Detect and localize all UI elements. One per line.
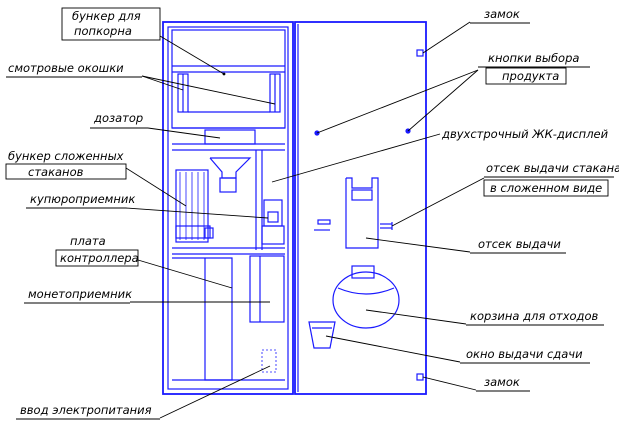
labels-right: замок кнопки выбора продукта двухстрочны… [441,7,619,392]
label-popcorn-hopper-line2: попкорна [74,24,132,38]
label-dispenser: дозатор [90,111,148,129]
callout-leaders [125,21,485,419]
label-popcorn-hopper-line1: бункер для [72,9,141,23]
label-power-input: ввод электропитания [16,403,160,420]
waste-basket [332,271,400,329]
label-coin-acceptor: монетоприемник [24,287,132,304]
label-product-buttons-line2: продукта [502,69,559,83]
label-viewing-windows: смотровые окошки [6,61,142,78]
label-waste-basket: корзина для отходов [466,309,604,326]
label-popcorn-hopper: бункер для попкорна [61,7,161,41]
label-change-window-text: окно выдачи сдачи [466,347,583,361]
label-lcd: двухстрочный ЖК-дисплей [441,127,609,141]
funnel [209,157,252,179]
cabinet-door [294,21,427,395]
label-cup-hopper: бункер сложенных стаканов [5,149,127,180]
label-lcd-text: двухстрочный ЖК-дисплей [441,127,609,141]
coin-acceptor-unit [249,255,285,323]
label-cup-hopper-line2: стаканов [28,165,84,179]
label-lock-top: замок [470,7,530,24]
label-cup-delivery-bay: отсек выдачи стакана в сложенном виде [483,161,619,197]
lock-bottom-mark [416,373,424,381]
label-coin-acceptor-text: монетоприемник [28,287,132,301]
cup-delivery-bay [345,177,379,249]
label-cup-bay-line1: отсек выдачи стакана [486,161,619,175]
label-cup-bay-line2: в сложенном виде [490,181,602,195]
lcd-display [317,219,331,225]
labels-left: бункер для попкорна смотровые окошки доз… [5,7,161,420]
label-dispenser-text: дозатор [93,111,143,125]
folded-cup-hopper [175,169,209,243]
popcorn-hopper [171,29,286,129]
label-power-input-text: ввод электропитания [20,403,152,417]
label-product-buttons-line1: кнопки выбора [488,51,579,65]
label-bill-acceptor: купюроприемник [26,192,135,209]
label-lock-top-text: замок [484,7,520,21]
label-product-buttons: кнопки выбора продукта [478,51,590,85]
label-cup-hopper-line1: бункер сложенных [8,149,124,163]
label-lock-bottom-text: замок [484,375,520,389]
label-lock-bottom: замок [476,375,530,392]
power-input-unit [261,349,277,373]
label-controller-board: плата контроллера [55,234,139,267]
label-change-window: окно выдачи сдачи [460,347,590,364]
change-window [308,321,336,349]
label-controller-board-line1: плата [70,234,106,248]
label-delivery-bay: отсек выдачи [470,237,566,254]
label-delivery-bay-text: отсек выдачи [478,237,561,251]
label-waste-basket-text: корзина для отходов [470,309,599,323]
label-bill-acceptor-text: купюроприемник [30,192,135,206]
controller-board [204,257,233,381]
cabinet-left [162,21,294,395]
label-controller-board-line2: контроллера [60,251,139,265]
lock-top-mark [416,49,424,57]
label-viewing-windows-text: смотровые окошки [8,61,124,75]
